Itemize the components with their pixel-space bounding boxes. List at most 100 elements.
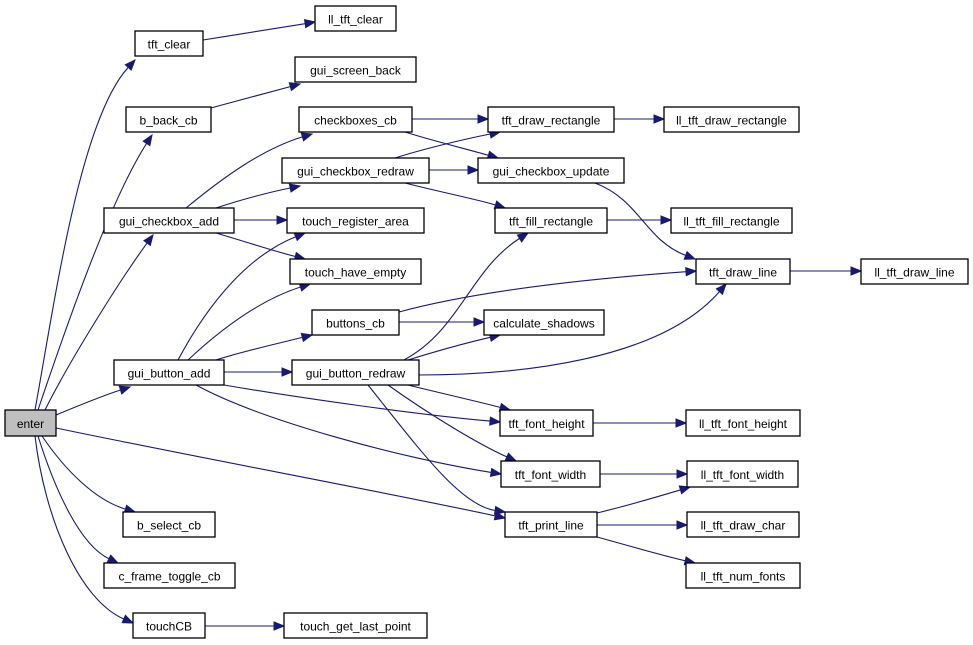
arrowhead-icon bbox=[281, 367, 294, 377]
node-ll-tft-draw-line[interactable]: ll_tft_draw_line bbox=[860, 258, 969, 285]
arrowhead-icon bbox=[118, 385, 132, 395]
arrowhead-icon bbox=[477, 114, 490, 124]
node-gui-checkbox-redraw[interactable]: gui_checkbox_redraw bbox=[281, 157, 430, 184]
node-ll-tft-font-height[interactable]: ll_tft_font_height bbox=[685, 409, 801, 437]
node-label: ll_tft_font_width bbox=[701, 468, 784, 482]
edge-line bbox=[367, 384, 496, 512]
edge-line bbox=[195, 384, 492, 473]
node-c-frame-toggle-cb[interactable]: c_frame_toggle_cb bbox=[103, 562, 236, 589]
node-ll-tft-font-width[interactable]: ll_tft_font_width bbox=[686, 460, 799, 488]
edge-checkboxes_cb-to-tft_draw_rectangle bbox=[412, 114, 490, 124]
node-buttons-cb[interactable]: buttons_cb bbox=[311, 309, 400, 336]
node-ll-tft-draw-rectangle[interactable]: ll_tft_draw_rectangle bbox=[663, 106, 800, 133]
node-touch-get-last-point[interactable]: touch_get_last_point bbox=[283, 612, 428, 639]
node-box bbox=[103, 207, 235, 234]
node-enter[interactable]: enter bbox=[4, 409, 57, 437]
node-box bbox=[4, 409, 57, 437]
node-tft-font-width[interactable]: tft_font_width bbox=[500, 460, 601, 488]
node-gui-button-add[interactable]: gui_button_add bbox=[113, 359, 225, 386]
node-tft-draw-line[interactable]: tft_draw_line bbox=[695, 258, 791, 285]
node-box bbox=[695, 258, 791, 285]
edge-gui_checkbox_redraw-to-gui_checkbox_update bbox=[429, 165, 480, 175]
node-gui-screen-back[interactable]: gui_screen_back bbox=[294, 56, 417, 83]
node-box bbox=[294, 56, 417, 83]
node-gui-checkbox-add[interactable]: gui_checkbox_add bbox=[103, 207, 235, 234]
edge-line bbox=[37, 435, 110, 560]
node-touch-have-empty[interactable]: touch_have_empty bbox=[289, 258, 422, 285]
node-ll-tft-num-fonts[interactable]: ll_tft_num_fonts bbox=[685, 562, 801, 589]
edge-line bbox=[41, 435, 126, 510]
node-label: gui_checkbox_add bbox=[119, 215, 219, 229]
node-label: gui_screen_back bbox=[310, 64, 402, 78]
node-label: tft_draw_line bbox=[709, 266, 777, 280]
node-box bbox=[477, 157, 625, 184]
node-tft-font-height[interactable]: tft_font_height bbox=[499, 409, 594, 437]
node-box bbox=[298, 106, 413, 133]
node-ll-tft-fill-rectangle[interactable]: ll_tft_fill_rectangle bbox=[670, 207, 793, 234]
edge-gui_button_redraw-to-tft_fill_rectangle bbox=[403, 232, 530, 361]
node-box bbox=[311, 309, 400, 336]
node-label: ll_tft_draw_rectangle bbox=[676, 114, 787, 128]
arrowhead-icon bbox=[493, 505, 507, 516]
arrowhead-icon bbox=[676, 520, 689, 530]
node-label: b_back_cb bbox=[139, 114, 197, 128]
edge-b_back_cb-to-gui_screen_back bbox=[210, 82, 302, 109]
node-gui-button-redraw[interactable]: gui_button_redraw bbox=[291, 359, 420, 386]
edge-line bbox=[404, 131, 489, 156]
nodes-layer: enter tft_clear ll_tft_clear gui_screen_bac… bbox=[4, 5, 969, 639]
arrowhead-icon bbox=[678, 485, 692, 495]
edge-gui_button_redraw-to-tft_draw_line bbox=[418, 282, 727, 376]
edge-tft_fill_rectangle-to-ll_tft_fill_rectangle bbox=[607, 215, 673, 225]
node-b-back-cb[interactable]: b_back_cb bbox=[125, 106, 212, 133]
edge-enter-to-gui_checkbox_add bbox=[44, 233, 154, 411]
node-box bbox=[685, 562, 801, 589]
arrowhead-icon bbox=[676, 469, 689, 479]
node-label: buttons_cb bbox=[326, 317, 385, 331]
node-touch-register-area[interactable]: touch_register_area bbox=[286, 207, 425, 234]
arrowhead-icon bbox=[660, 215, 673, 225]
arrowhead-icon bbox=[675, 418, 688, 428]
arrowhead-icon bbox=[106, 554, 120, 564]
edge-tft_print_line-to-ll_tft_draw_char bbox=[597, 520, 689, 530]
edge-enter-to-c_frame_toggle_cb bbox=[37, 435, 120, 564]
node-touchCB[interactable]: touchCB bbox=[132, 612, 206, 639]
arrowhead-icon bbox=[685, 266, 698, 277]
edge-line bbox=[596, 536, 686, 562]
edge-gui_checkbox_add-to-checkboxes_cb bbox=[185, 132, 314, 209]
edge-line bbox=[55, 427, 496, 517]
edge-line bbox=[387, 384, 508, 458]
node-label: ll_tft_fill_rectangle bbox=[683, 215, 779, 229]
edge-touchCB-to-touch_get_last_point bbox=[205, 621, 286, 631]
node-label: touch_register_area bbox=[302, 215, 409, 229]
node-checkboxes-cb[interactable]: checkboxes_cb bbox=[298, 106, 413, 133]
node-tft-fill-rectangle[interactable]: tft_fill_rectangle bbox=[494, 207, 608, 234]
node-label: c_frame_toggle_cb bbox=[118, 570, 220, 584]
node-box bbox=[291, 359, 420, 386]
node-tft-draw-rectangle[interactable]: tft_draw_rectangle bbox=[487, 106, 615, 133]
node-box bbox=[494, 207, 608, 234]
node-label: ll_tft_num_fonts bbox=[701, 570, 786, 584]
node-label: ll_tft_draw_line bbox=[874, 266, 954, 280]
edge-gui_button_redraw-to-calculate_shadows bbox=[407, 332, 502, 361]
node-box bbox=[286, 207, 425, 234]
node-label: ll_tft_clear bbox=[328, 13, 383, 27]
node-label: touch_get_last_point bbox=[300, 620, 411, 634]
arrowhead-icon bbox=[715, 282, 727, 296]
edge-enter-to-touchCB bbox=[34, 435, 135, 624]
node-calculate-shadows[interactable]: calculate_shadows bbox=[483, 309, 605, 336]
edge-line bbox=[418, 291, 720, 376]
node-label: tft_draw_rectangle bbox=[502, 114, 601, 128]
arrowhead-icon bbox=[303, 19, 317, 29]
edge-line bbox=[37, 143, 148, 411]
edge-buttons_cb-to-tft_draw_line bbox=[398, 266, 698, 313]
node-label: gui_button_add bbox=[128, 367, 211, 381]
arrowhead-icon bbox=[276, 215, 289, 225]
node-gui-checkbox-update[interactable]: gui_checkbox_update bbox=[477, 157, 625, 184]
node-tft-clear[interactable]: tft_clear bbox=[134, 30, 204, 57]
node-ll-tft-draw-char[interactable]: ll_tft_draw_char bbox=[686, 511, 800, 538]
node-b-select-cb[interactable]: b_select_cb bbox=[122, 511, 216, 538]
node-ll-tft-clear[interactable]: ll_tft_clear bbox=[314, 5, 397, 32]
node-tft-print-line[interactable]: tft_print_line bbox=[504, 511, 598, 538]
arrowhead-icon bbox=[504, 452, 518, 462]
node-box bbox=[670, 207, 793, 234]
